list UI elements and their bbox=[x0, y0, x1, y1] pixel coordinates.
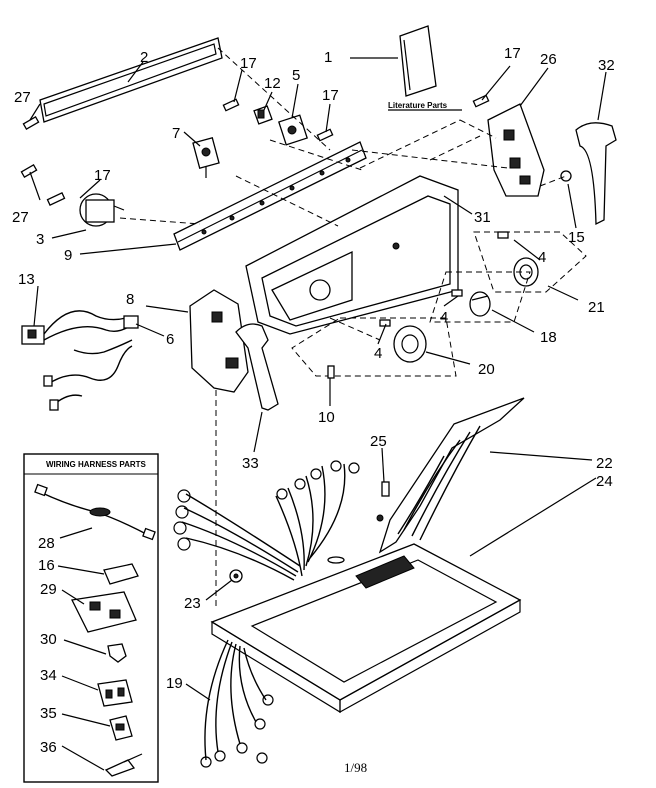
part-17-screw-a bbox=[222, 98, 240, 112]
callout-13: 13 bbox=[18, 271, 35, 288]
part-8-housing bbox=[189, 289, 249, 393]
callout-9: 9 bbox=[64, 247, 72, 264]
callout-7: 7 bbox=[172, 125, 180, 142]
callout-4-c: 4 bbox=[374, 345, 382, 362]
callout-6: 6 bbox=[166, 331, 174, 348]
part-5-switch bbox=[278, 114, 308, 146]
callout-31: 31 bbox=[474, 209, 491, 226]
callout-10: 10 bbox=[318, 409, 335, 426]
part-15-screw bbox=[560, 170, 572, 182]
dashed-assembly-lines bbox=[119, 47, 567, 610]
part-18-knob bbox=[469, 291, 491, 317]
callout-30: 30 bbox=[40, 631, 57, 648]
part-22-duct bbox=[378, 397, 525, 554]
part-20-knob bbox=[393, 325, 427, 363]
part-33-bracket bbox=[235, 323, 279, 411]
callout-17-b: 17 bbox=[322, 87, 339, 104]
callout-24: 24 bbox=[596, 473, 613, 490]
callout-17-d: 17 bbox=[504, 45, 521, 62]
part-17-screw-c bbox=[46, 192, 66, 206]
callout-35: 35 bbox=[40, 705, 57, 722]
wiring-harness-title: WIRING HARNESS PARTS bbox=[46, 460, 147, 469]
part-24-top-panel bbox=[210, 514, 522, 714]
callout-4-a: 4 bbox=[538, 249, 546, 266]
callout-15: 15 bbox=[568, 229, 585, 246]
callout-18: 18 bbox=[540, 329, 557, 346]
main-wire-harness bbox=[173, 460, 360, 581]
part-27-screw-upper bbox=[22, 116, 40, 130]
part-32-end-cap bbox=[575, 122, 617, 226]
part-6-harness bbox=[43, 310, 139, 411]
callout-32: 32 bbox=[598, 57, 615, 74]
callout-25: 25 bbox=[370, 433, 387, 450]
part-13-connector bbox=[21, 325, 45, 345]
callout-5: 5 bbox=[292, 67, 300, 84]
part-26-console-end bbox=[487, 103, 545, 197]
callout-8: 8 bbox=[126, 291, 134, 308]
callout-12: 12 bbox=[264, 75, 281, 92]
part-27-screw-lower bbox=[20, 164, 38, 178]
footer-code: 1/98 bbox=[344, 760, 367, 775]
callout-36: 36 bbox=[40, 739, 57, 756]
callout-27-lower: 27 bbox=[12, 209, 29, 226]
wiring-harness-inset bbox=[23, 453, 159, 783]
callout-27-upper: 27 bbox=[14, 89, 31, 106]
part-25-screw bbox=[381, 481, 390, 497]
part-9-bracket-strip bbox=[173, 141, 367, 251]
part-19-harness bbox=[200, 639, 274, 768]
callout-17-c: 17 bbox=[94, 167, 111, 184]
knob-dashed-outlines bbox=[291, 231, 587, 377]
part-1-literature bbox=[399, 25, 437, 97]
callout-29: 29 bbox=[40, 581, 57, 598]
part-23-grommet bbox=[229, 569, 243, 583]
callout-33: 33 bbox=[242, 455, 259, 472]
part-17-screw-b bbox=[316, 128, 334, 142]
callout-16: 16 bbox=[38, 557, 55, 574]
label-leader-lines bbox=[29, 57, 607, 771]
callout-28: 28 bbox=[38, 535, 55, 552]
callout-1: 1 bbox=[324, 49, 332, 66]
callout-26: 26 bbox=[540, 51, 557, 68]
callout-21: 21 bbox=[588, 299, 605, 316]
part-3-timer bbox=[79, 193, 125, 227]
callout-23: 23 bbox=[184, 595, 201, 612]
callout-17-a: 17 bbox=[240, 55, 257, 72]
literature-parts-label: Literature Parts bbox=[388, 101, 448, 110]
part-31-console bbox=[245, 175, 459, 335]
callout-4-b: 4 bbox=[440, 309, 448, 326]
callout-22: 22 bbox=[596, 455, 613, 472]
callout-19: 19 bbox=[166, 675, 183, 692]
part-17-screw-d bbox=[472, 94, 490, 108]
part-10-screw bbox=[327, 365, 335, 379]
callout-34: 34 bbox=[40, 667, 57, 684]
callout-3: 3 bbox=[36, 231, 44, 248]
part-2-rear-panel bbox=[39, 37, 223, 123]
part-12-clip bbox=[253, 105, 273, 125]
callout-20: 20 bbox=[478, 361, 495, 378]
callout-2: 2 bbox=[140, 49, 148, 66]
